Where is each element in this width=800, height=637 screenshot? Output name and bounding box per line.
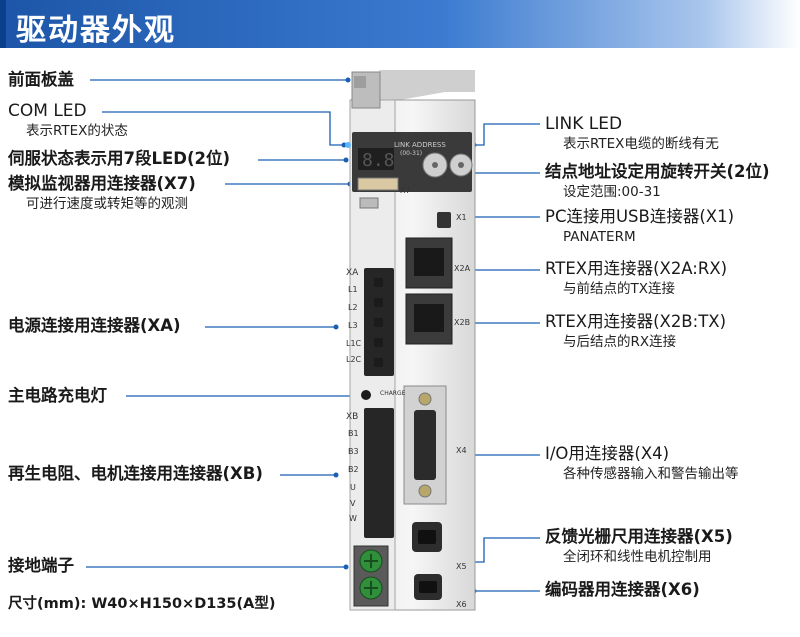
- callout-link-led-sub: 表示RTEX电缆的断线有无: [563, 136, 719, 152]
- callout-x2b: RTEX用连接器(X2B:TX): [545, 312, 727, 331]
- xb-pin-label: B2: [348, 465, 359, 474]
- x1-label: X1: [456, 213, 467, 222]
- xa-pin-label: L3: [348, 321, 358, 330]
- servo-drive-illustration: 8.8: [345, 70, 476, 611]
- callout-x2b-sub: 与后结点的RX连接: [563, 334, 677, 350]
- callout-x7: 模拟监视器用连接器(X7): [8, 174, 196, 193]
- xb-label: XB: [346, 412, 359, 422]
- svg-text:8.8: 8.8: [362, 150, 395, 171]
- page-header: 驱动器外观: [0, 0, 800, 48]
- callout-charge-lamp: 主电路充电灯: [8, 386, 107, 405]
- x4-label: X4: [456, 446, 467, 455]
- callout-x1: PC连接用USB连接器(X1): [545, 207, 735, 226]
- x5-label: X5: [456, 562, 467, 571]
- callout-x4: I/O用连接器(X4): [545, 444, 670, 463]
- callout-link-led: LINK LED: [545, 114, 623, 134]
- xb-pin-label: V: [350, 499, 356, 508]
- xa-pin: [374, 338, 383, 347]
- callout-x2a-sub: 与前结点的TX连接: [563, 281, 675, 297]
- xa-pin: [374, 278, 383, 287]
- xa-pin-label: L1: [348, 285, 358, 294]
- link-address-label: LINK ADDRESS: [394, 141, 446, 149]
- callout-front-cover: 前面板盖: [8, 70, 74, 89]
- header-accent-bar: [0, 0, 6, 48]
- xa-pin: [374, 298, 383, 307]
- xa-pin-label: L1C: [346, 339, 362, 348]
- callout-xa: 电源连接用连接器(XA): [8, 316, 181, 335]
- leader-link-led: [474, 123, 540, 146]
- xa-pin-label: L2: [348, 303, 358, 312]
- callout-x5-sub: 全闭环和线性电机控制用: [563, 549, 712, 565]
- xb-pin-label: U: [350, 483, 356, 492]
- x6-label: X6: [456, 600, 467, 609]
- callout-xb: 再生电阻、电机连接用连接器(XB): [8, 464, 263, 483]
- xb-pin-label: W: [349, 514, 357, 523]
- callout-com-led-sub: 表示RTEX的状态: [26, 123, 128, 139]
- callout-rotary-switch: 结点地址设定用旋转开关(2位): [545, 162, 770, 181]
- xa-pin: [374, 318, 383, 327]
- callout-ground: 接地端子: [8, 556, 74, 575]
- leader-com-led: [102, 111, 344, 146]
- callout-x7-sub: 可进行速度或转矩等的观测: [26, 196, 188, 212]
- xa-pin: [374, 358, 383, 367]
- address-range-label: (00-31): [400, 150, 423, 157]
- charge-label: CHARGE: [380, 390, 406, 397]
- callout-x1-sub: PANATERM: [563, 229, 636, 245]
- page-title: 驱动器外观: [16, 13, 176, 48]
- callout-x2a: RTEX用连接器(X2A:RX): [545, 259, 728, 278]
- leader-x5: [472, 537, 540, 563]
- xb-pin-label: B1: [348, 429, 359, 438]
- callout-7seg-led: 伺服状态表示用7段LED(2位): [8, 149, 231, 168]
- x2a-label: X2A: [454, 264, 471, 273]
- callout-com-led: COM LED: [8, 101, 87, 121]
- callout-x6: 编码器用连接器(X6): [545, 580, 700, 599]
- dimensions-note: 尺寸(mm): W40×H150×D135(A型): [8, 596, 276, 612]
- callout-x4-sub: 各种传感器输入和警告输出等: [563, 466, 739, 482]
- xa-pin-label: L2C: [346, 355, 362, 364]
- xa-label: XA: [346, 268, 359, 278]
- xb-pin-label: B3: [348, 447, 359, 456]
- callout-rotary-switch-sub: 设定范围:00-31: [563, 184, 661, 200]
- x2b-label: X2B: [454, 318, 471, 327]
- callout-x5: 反馈光栅尺用连接器(X5): [545, 527, 733, 546]
- x7-label: X7: [400, 186, 411, 195]
